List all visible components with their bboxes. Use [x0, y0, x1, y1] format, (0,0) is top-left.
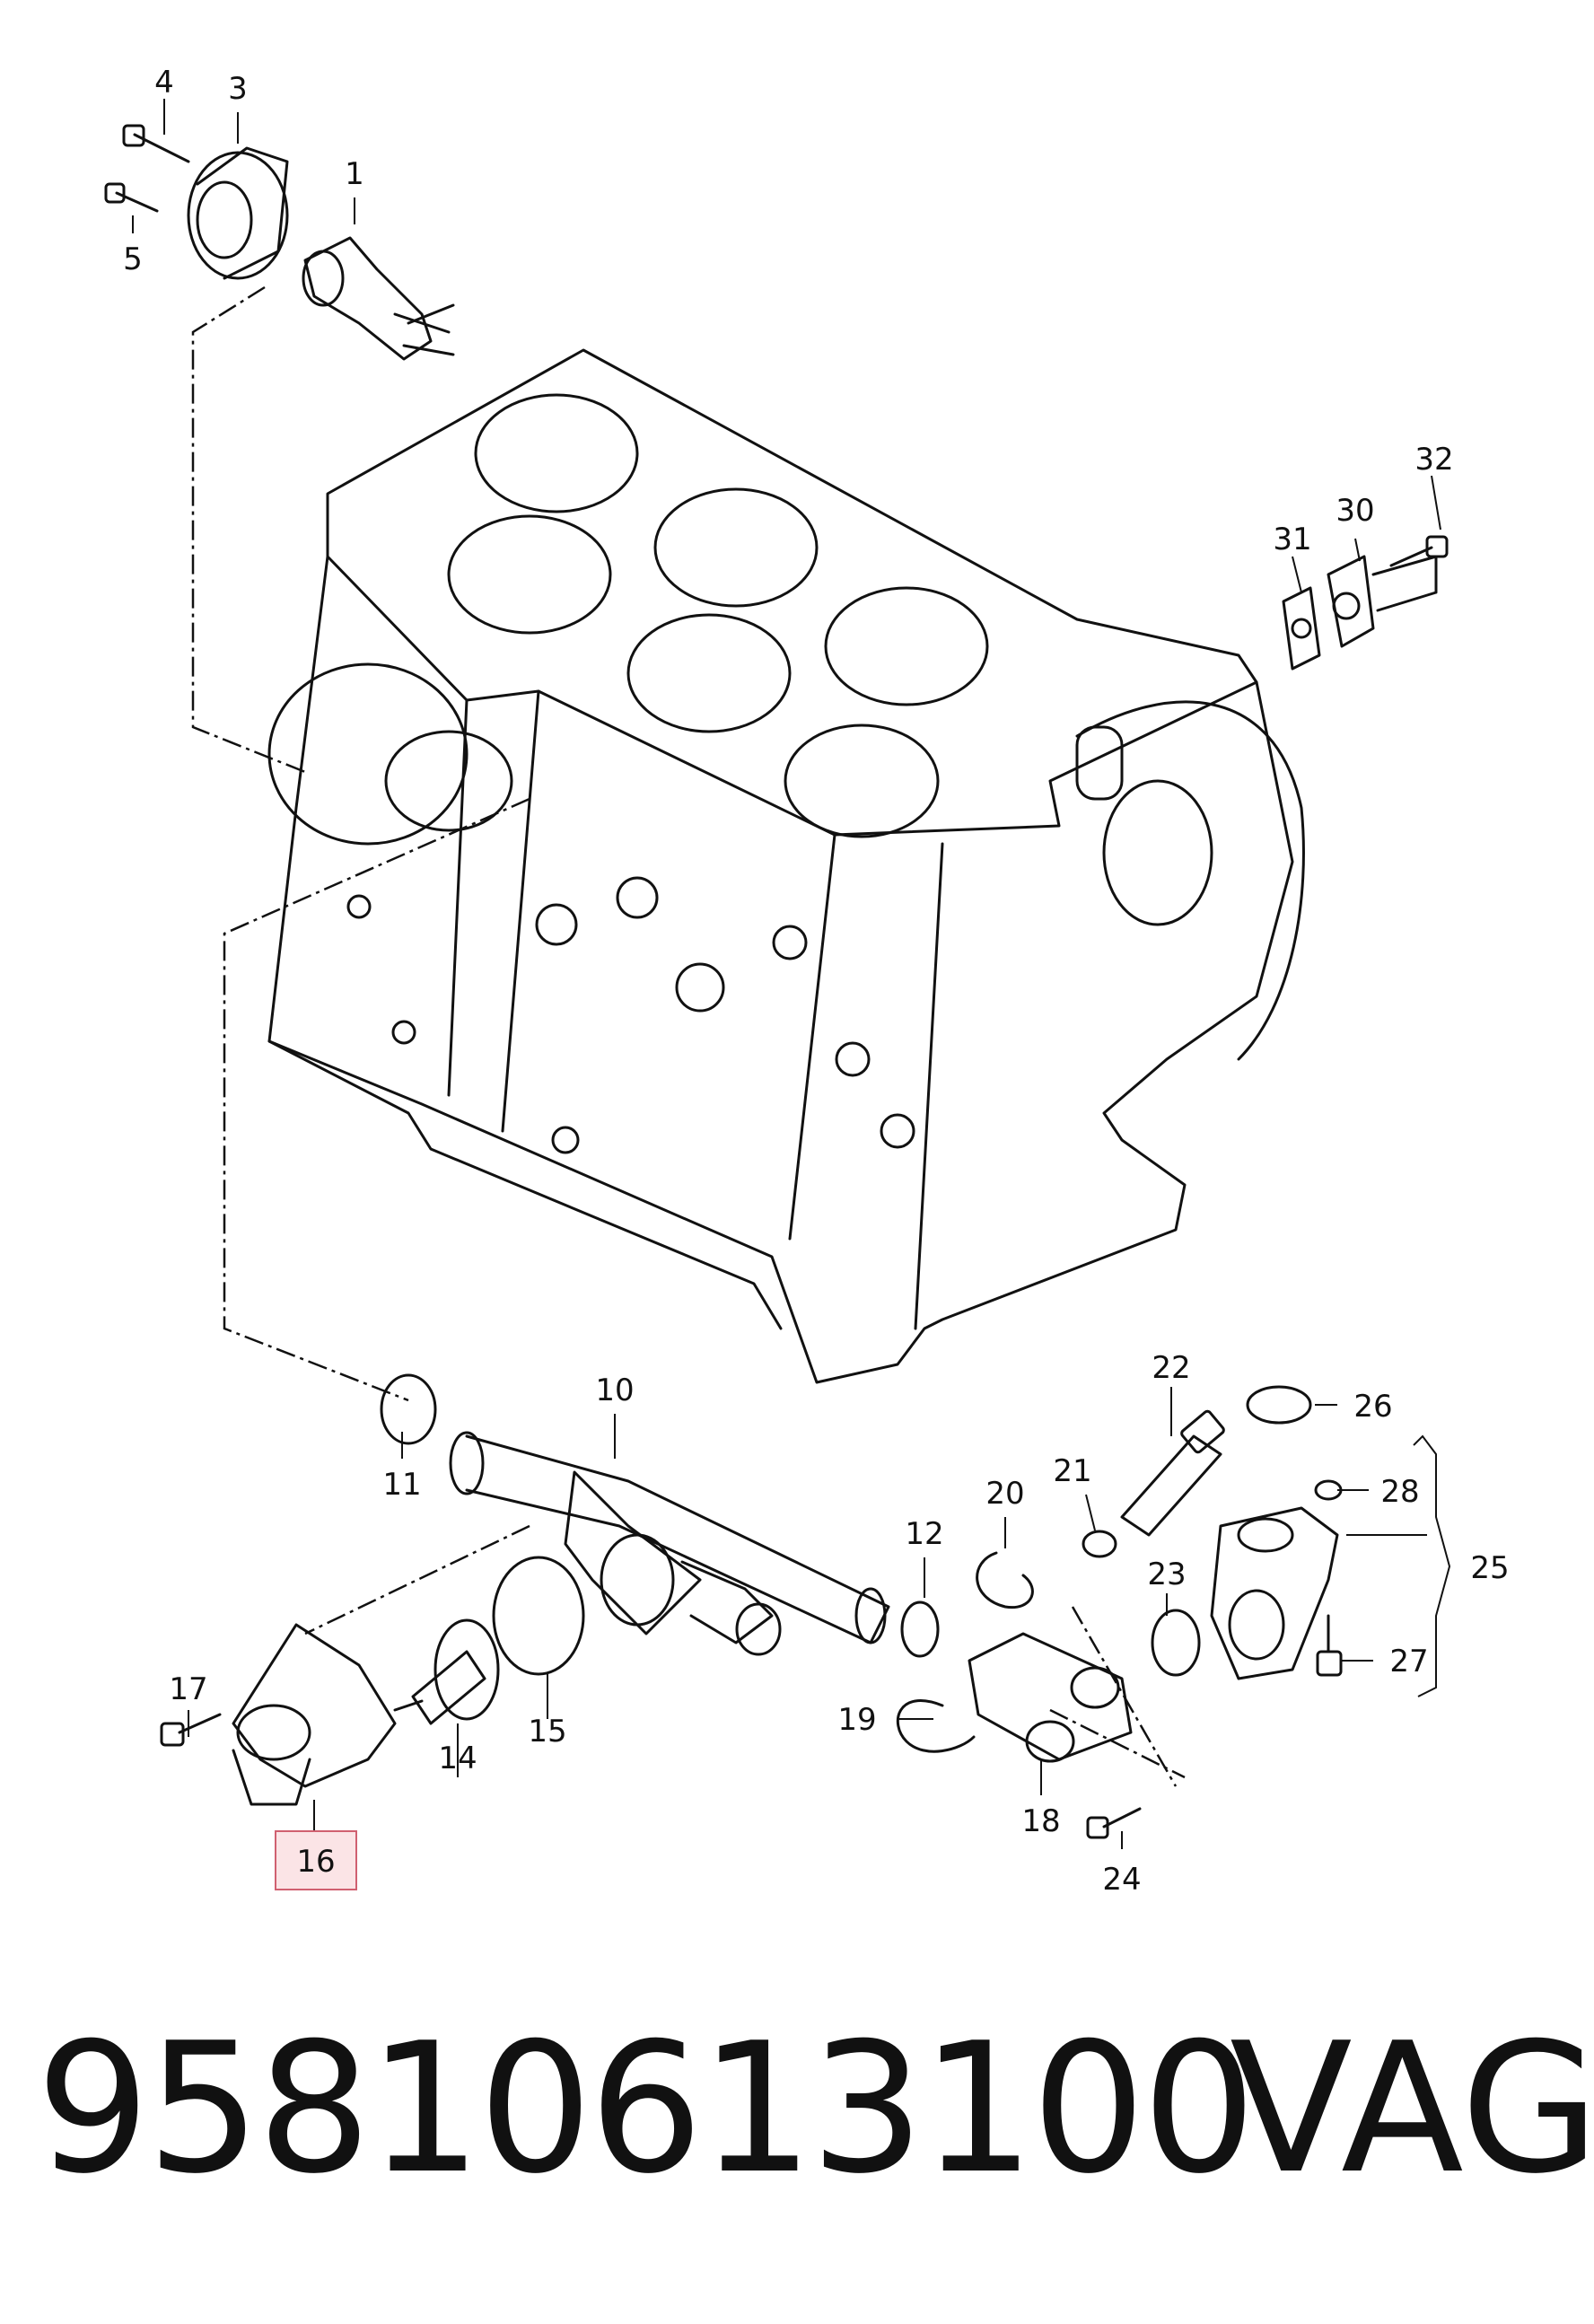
callout-11: 11 [382, 1467, 421, 1503]
leader-lines [132, 99, 1451, 1849]
callout-17: 17 [169, 1671, 207, 1707]
part-32-bolt [1389, 535, 1449, 567]
callout-23: 23 [1147, 1557, 1186, 1592]
part-12-o-ring [900, 1600, 940, 1658]
part-16-cover [232, 1623, 397, 1806]
part-24-bolt [1086, 1807, 1142, 1839]
callout-27: 27 [1389, 1644, 1428, 1679]
callout-22: 22 [1152, 1350, 1190, 1386]
callout-15: 15 [528, 1714, 566, 1750]
callout-3: 3 [228, 71, 248, 107]
part-22-sensor [1120, 1409, 1225, 1537]
callout-16-highlight [275, 1830, 357, 1890]
part-11-o-ring [380, 1373, 437, 1445]
part-30-flange [1327, 555, 1438, 648]
callout-20: 20 [985, 1476, 1024, 1512]
engine-block [267, 348, 1305, 1384]
part-20-clip [976, 1551, 1034, 1609]
callout-25: 25 [1470, 1550, 1509, 1586]
part-23-gasket [1151, 1609, 1201, 1677]
part-1-sensor [302, 236, 455, 361]
part-27-bolt [1316, 1614, 1343, 1677]
part-19-clip [896, 1699, 976, 1753]
callout-12: 12 [905, 1516, 943, 1552]
part-14-thermostat [393, 1618, 500, 1725]
callout-24: 24 [1102, 1862, 1141, 1898]
callout-labels: 4 3 1 5 32 30 31 10 22 26 20 21 28 11 12… [123, 65, 1509, 1898]
part-10-pipe [449, 1431, 890, 1656]
part-26-o-ring [1246, 1385, 1312, 1425]
callout-32: 32 [1414, 442, 1453, 478]
assembly-lines [191, 285, 1186, 1787]
callout-30: 30 [1336, 493, 1374, 529]
callout-4: 4 [154, 65, 174, 101]
part-5-bolt [104, 182, 159, 213]
part-15-o-ring [492, 1556, 585, 1676]
part-25-flange [1210, 1506, 1339, 1680]
callout-26: 26 [1353, 1389, 1392, 1425]
callout-18: 18 [1021, 1803, 1060, 1839]
callout-14: 14 [438, 1741, 477, 1776]
part-number-footer: 95810613100 VAG [36, 2002, 1594, 2217]
part-18-connector [968, 1632, 1133, 1763]
brand-label: VAG [1230, 2004, 1594, 2214]
callout-16: 16 [296, 1844, 335, 1880]
callout-10: 10 [595, 1372, 634, 1408]
callout-21: 21 [1053, 1453, 1091, 1489]
part-21-o-ring [1082, 1530, 1117, 1558]
callout-1: 1 [345, 156, 364, 192]
callout-28: 28 [1380, 1474, 1419, 1510]
part-3-housing [187, 146, 289, 280]
callout-5: 5 [123, 241, 143, 277]
callout-19: 19 [837, 1702, 876, 1738]
part-number: 95810613100 [36, 2004, 1257, 2214]
part-4-bolt [122, 124, 190, 163]
part-28-washer [1314, 1479, 1343, 1501]
part-31-gasket [1282, 586, 1321, 671]
part-17-bolt [160, 1713, 222, 1747]
callout-31: 31 [1273, 522, 1311, 557]
